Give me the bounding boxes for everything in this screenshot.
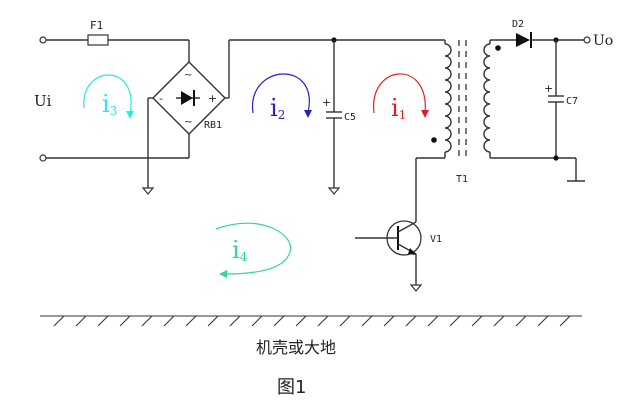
hatch-mark: [427, 315, 439, 327]
fuse-f1: F1: [46, 19, 189, 46]
c7-plus-sign: +: [544, 82, 553, 95]
hatch-mark: [361, 315, 373, 327]
hatch-mark: [405, 315, 417, 327]
hatch-mark: [471, 315, 483, 327]
svg-text:~: ~: [184, 70, 192, 81]
current-label-i3: i3: [102, 90, 117, 118]
current-loop-i3: i3: [83, 74, 134, 119]
capacitor-c5: + C5: [322, 40, 356, 195]
transformer-label: T1: [456, 174, 468, 185]
hatch-mark: [339, 315, 351, 327]
output-voltage-label: Uo: [593, 33, 613, 49]
hatch-mark: [141, 315, 153, 327]
svg-text:~: ~: [184, 117, 192, 128]
bridge-plus-sign: +: [208, 92, 217, 105]
d2-label: D2: [512, 19, 524, 30]
hatch-mark: [185, 315, 197, 327]
current-loop-i4: i4: [215, 222, 292, 278]
hatch-mark: [559, 315, 571, 327]
bridge-label: RB1: [204, 120, 222, 131]
figure-caption: 图1: [277, 377, 306, 398]
c7-label: C7: [566, 96, 578, 107]
chassis-ground-line: [40, 315, 582, 327]
hatch-mark: [449, 315, 461, 327]
transformer-t1: T1: [416, 40, 501, 185]
hatch-mark: [273, 315, 285, 327]
hatch-mark: [97, 315, 109, 327]
current-loop-i2: i2: [252, 73, 312, 122]
hatch-mark: [53, 315, 65, 327]
ground-symbol-bridge: [141, 187, 155, 195]
hatch-mark: [537, 315, 549, 327]
bridge-rectifier-rb1: ~ ~ - + RB1: [152, 61, 226, 135]
ground-symbol-output: [567, 158, 585, 182]
transistor-v1: V1: [355, 220, 442, 256]
fuse-label: F1: [90, 19, 103, 32]
hatch-mark: [229, 315, 241, 327]
diode-d2: D2: [512, 19, 532, 48]
hatch-mark: [295, 315, 307, 327]
hatch-mark: [251, 315, 263, 327]
output-terminal: [583, 36, 591, 44]
transistor-label: V1: [430, 234, 442, 245]
hatch-mark: [493, 315, 505, 327]
chassis-label: 机壳或大地: [256, 338, 336, 357]
capacitor-c7: + C7: [544, 40, 578, 158]
hatch-mark: [515, 315, 527, 327]
current-label-i4: i4: [232, 236, 248, 264]
current-loop-i1: i1: [373, 73, 429, 122]
hatch-mark: [119, 315, 131, 327]
hatch-mark: [163, 315, 175, 327]
bridge-minus-sign: -: [159, 92, 163, 105]
c5-plus-sign: +: [322, 96, 331, 109]
current-label-i2: i2: [270, 94, 285, 122]
input-voltage-label: Ui: [34, 92, 52, 110]
current-label-i1: i1: [391, 94, 406, 122]
hatch-mark: [75, 315, 87, 327]
hatch-mark: [317, 315, 329, 327]
c5-label: C5: [344, 112, 356, 123]
hatch-mark: [207, 315, 219, 327]
hatch-mark: [383, 315, 395, 327]
